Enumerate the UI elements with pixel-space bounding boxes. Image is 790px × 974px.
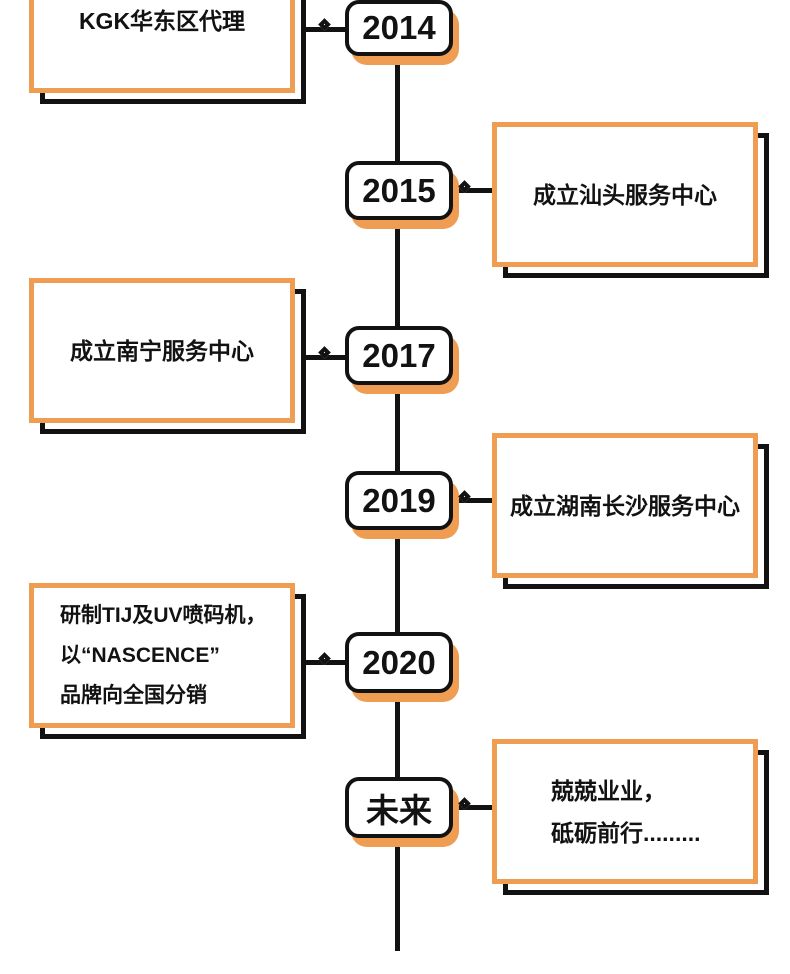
event-box-2017: 成立南宁服务中心	[29, 278, 306, 434]
connector-line	[450, 498, 492, 503]
event-text-line-2: 以“NASCENCE”	[60, 643, 220, 667]
event-box-face: 成立南宁服务中心	[29, 278, 295, 423]
year-node-2019: 2019	[345, 471, 459, 539]
year-label: 2017	[345, 326, 453, 385]
year-node-2017: 2017	[345, 326, 459, 394]
event-box-face: 兢兢业业， 砥砺前行.........	[492, 739, 758, 884]
event-text-line-1: 研制TIJ及UV喷码机，	[60, 603, 267, 627]
event-text-line-3: 品牌向全国分销	[60, 683, 207, 707]
event-text-line-2: 砥砺前行.........	[551, 819, 701, 846]
event-box-2020: 研制TIJ及UV喷码机， 以“NASCENCE” 品牌向全国分销	[29, 583, 306, 739]
year-label: 2019	[345, 471, 453, 530]
year-label: 2020	[345, 632, 453, 693]
year-label: 2014	[345, 0, 453, 56]
event-box-face: 成立汕头服务中心	[492, 122, 758, 267]
event-text-line-1: 兢兢业业，	[551, 777, 666, 804]
connector-line	[450, 805, 492, 810]
year-label: 未来	[345, 777, 453, 838]
event-box-future: 兢兢业业， 砥砺前行.........	[492, 739, 769, 895]
event-text: 成立南宁服务中心	[70, 337, 254, 364]
event-text: 成立汕头服务中心	[533, 181, 717, 208]
year-node-future: 未来	[345, 777, 459, 847]
year-label: 2015	[345, 161, 453, 220]
year-node-2014: 2014	[345, 0, 459, 65]
event-box-2014: KGK华东区代理	[29, 0, 306, 104]
event-box-2015: 成立汕头服务中心	[492, 122, 769, 278]
event-box-2019: 成立湖南长沙服务中心	[492, 433, 769, 589]
year-node-2020: 2020	[345, 632, 459, 702]
event-box-face: 成立湖南长沙服务中心	[492, 433, 758, 578]
event-text: 成立湖南长沙服务中心	[510, 492, 740, 519]
connector-line	[450, 188, 492, 193]
event-text: KGK华东区代理	[78, 7, 246, 34]
event-box-face: KGK华东区代理	[29, 0, 295, 93]
year-node-2015: 2015	[345, 161, 459, 229]
event-box-face: 研制TIJ及UV喷码机， 以“NASCENCE” 品牌向全国分销	[29, 583, 295, 728]
